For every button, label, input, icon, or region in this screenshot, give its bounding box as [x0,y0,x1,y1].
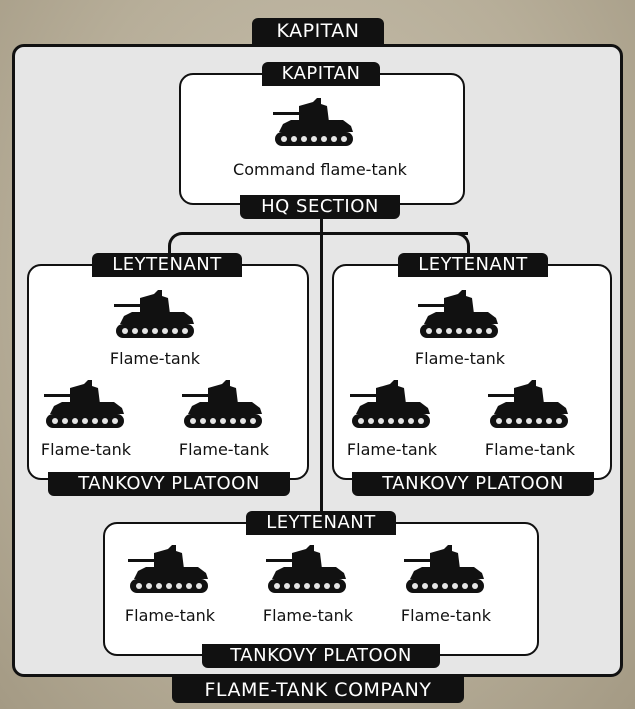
unit-caption: Flame-tank [262,606,354,625]
platoon-left-section-label: TANKOVY PLATOON [48,472,290,496]
unit-caption: Flame-tank [346,440,438,459]
tank-silhouette-icon [40,378,128,436]
unit-caption: Flame-tank [178,440,270,459]
company-commander-label: KAPITAN [252,18,384,44]
tank-silhouette-icon [484,378,572,436]
connector-vertical [320,214,323,516]
tank-silhouette-icon [262,543,350,601]
unit-caption: Flame-tank [109,349,201,368]
tank-silhouette-icon [110,288,198,346]
tank-silhouette-icon [400,543,488,601]
tank-silhouette-icon [346,378,434,436]
platoon-left-rank-label: LEYTENANT [92,253,242,277]
unit-caption: Flame-tank [40,440,132,459]
hq-rank-label: KAPITAN [262,62,380,86]
platoon-bottom-section-label: TANKOVY PLATOON [202,644,440,668]
tank-silhouette-icon [178,378,266,436]
hq-section-label: HQ SECTION [240,195,400,219]
company-name-label: FLAME-TANK COMPANY [172,677,464,703]
tank-silhouette-icon [124,543,212,601]
tank-silhouette-icon [269,96,357,154]
platoon-bottom-rank-label: LEYTENANT [246,511,396,535]
connector-right-corner [452,232,470,254]
unit-caption: Flame-tank [484,440,576,459]
platoon-right-rank-label: LEYTENANT [398,253,548,277]
tank-silhouette-icon [414,288,502,346]
hq-unit-caption: Command flame-tank [233,160,407,179]
platoon-right-section-label: TANKOVY PLATOON [352,472,594,496]
connector-horizontal [184,232,468,235]
unit-caption: Flame-tank [414,349,506,368]
unit-caption: Flame-tank [124,606,216,625]
connector-left-corner [168,232,186,254]
unit-caption: Flame-tank [400,606,492,625]
